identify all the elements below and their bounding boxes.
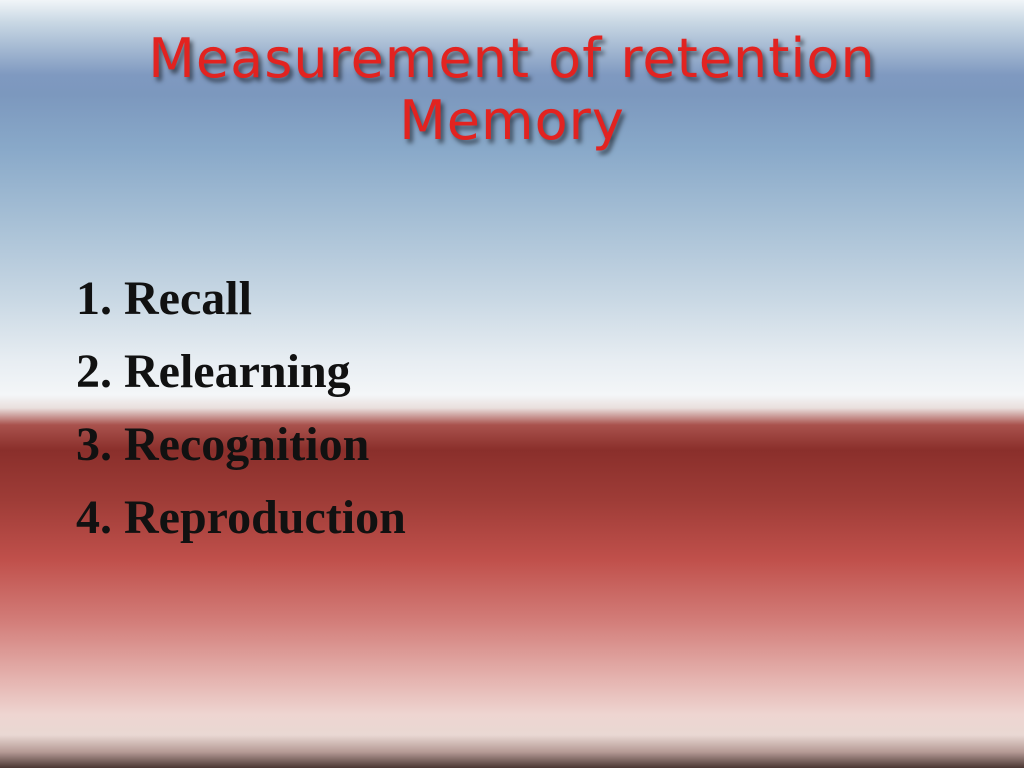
slide-title: Measurement of retention Memory	[0, 28, 1024, 152]
content-list: 1. Recall 2. Relearning 3. Recognition 4…	[76, 262, 406, 554]
title-line-1: Measurement of retention	[148, 27, 876, 90]
list-item-recall: 1. Recall	[76, 272, 252, 325]
list-item-recognition: 3. Recognition	[76, 418, 370, 471]
list-item-reproduction: 4. Reproduction	[76, 491, 406, 544]
title-line-2: Memory	[399, 89, 625, 152]
list-item-relearning: 2. Relearning	[76, 345, 351, 398]
